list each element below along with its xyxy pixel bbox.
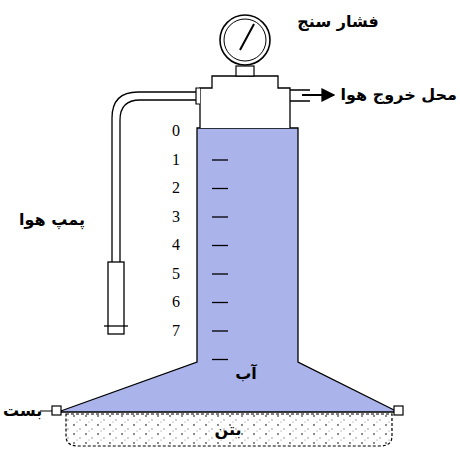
scale-tick [212,245,228,246]
scale-tick [212,302,228,303]
outlet-arrow [302,94,334,96]
scale-number: 1 [172,150,180,169]
scale-tick [212,359,228,360]
pressure-gauge [220,15,270,65]
clamp-label: بست [3,401,42,420]
pump-label: پمپ هوا [19,210,85,229]
gauge-needle [240,24,254,50]
air-pump [108,262,124,334]
hose-connector [196,88,200,104]
scale-ticks [212,160,228,360]
pump-hose [112,92,200,262]
water-column [58,128,398,412]
gauge-dial [224,19,266,61]
scale-tick [212,159,228,160]
scale-number: 0 [172,121,180,140]
scale-number: 3 [172,207,180,226]
scale-number: 7 [172,321,180,340]
clamp [52,406,61,415]
pump-handle [104,325,128,326]
scale-number: 6 [172,292,180,311]
clamp [394,406,403,415]
pump-hose [120,100,200,262]
scale-number: 2 [172,178,180,197]
head-fitting [200,76,290,128]
scale-tick [212,216,228,217]
scale-tick [212,330,228,331]
scale-number: 4 [172,235,180,254]
gauge-label: فشار سنج [297,12,378,31]
water-label: آب [235,364,257,383]
scale-tick [212,273,228,274]
scale-number: 5 [172,264,180,283]
concrete-base [66,414,392,446]
concrete-label: بتن [215,420,242,439]
scale-tick [212,188,228,189]
outlet-label: محل خروج هوا [341,85,457,104]
gauge-stem [236,66,254,76]
